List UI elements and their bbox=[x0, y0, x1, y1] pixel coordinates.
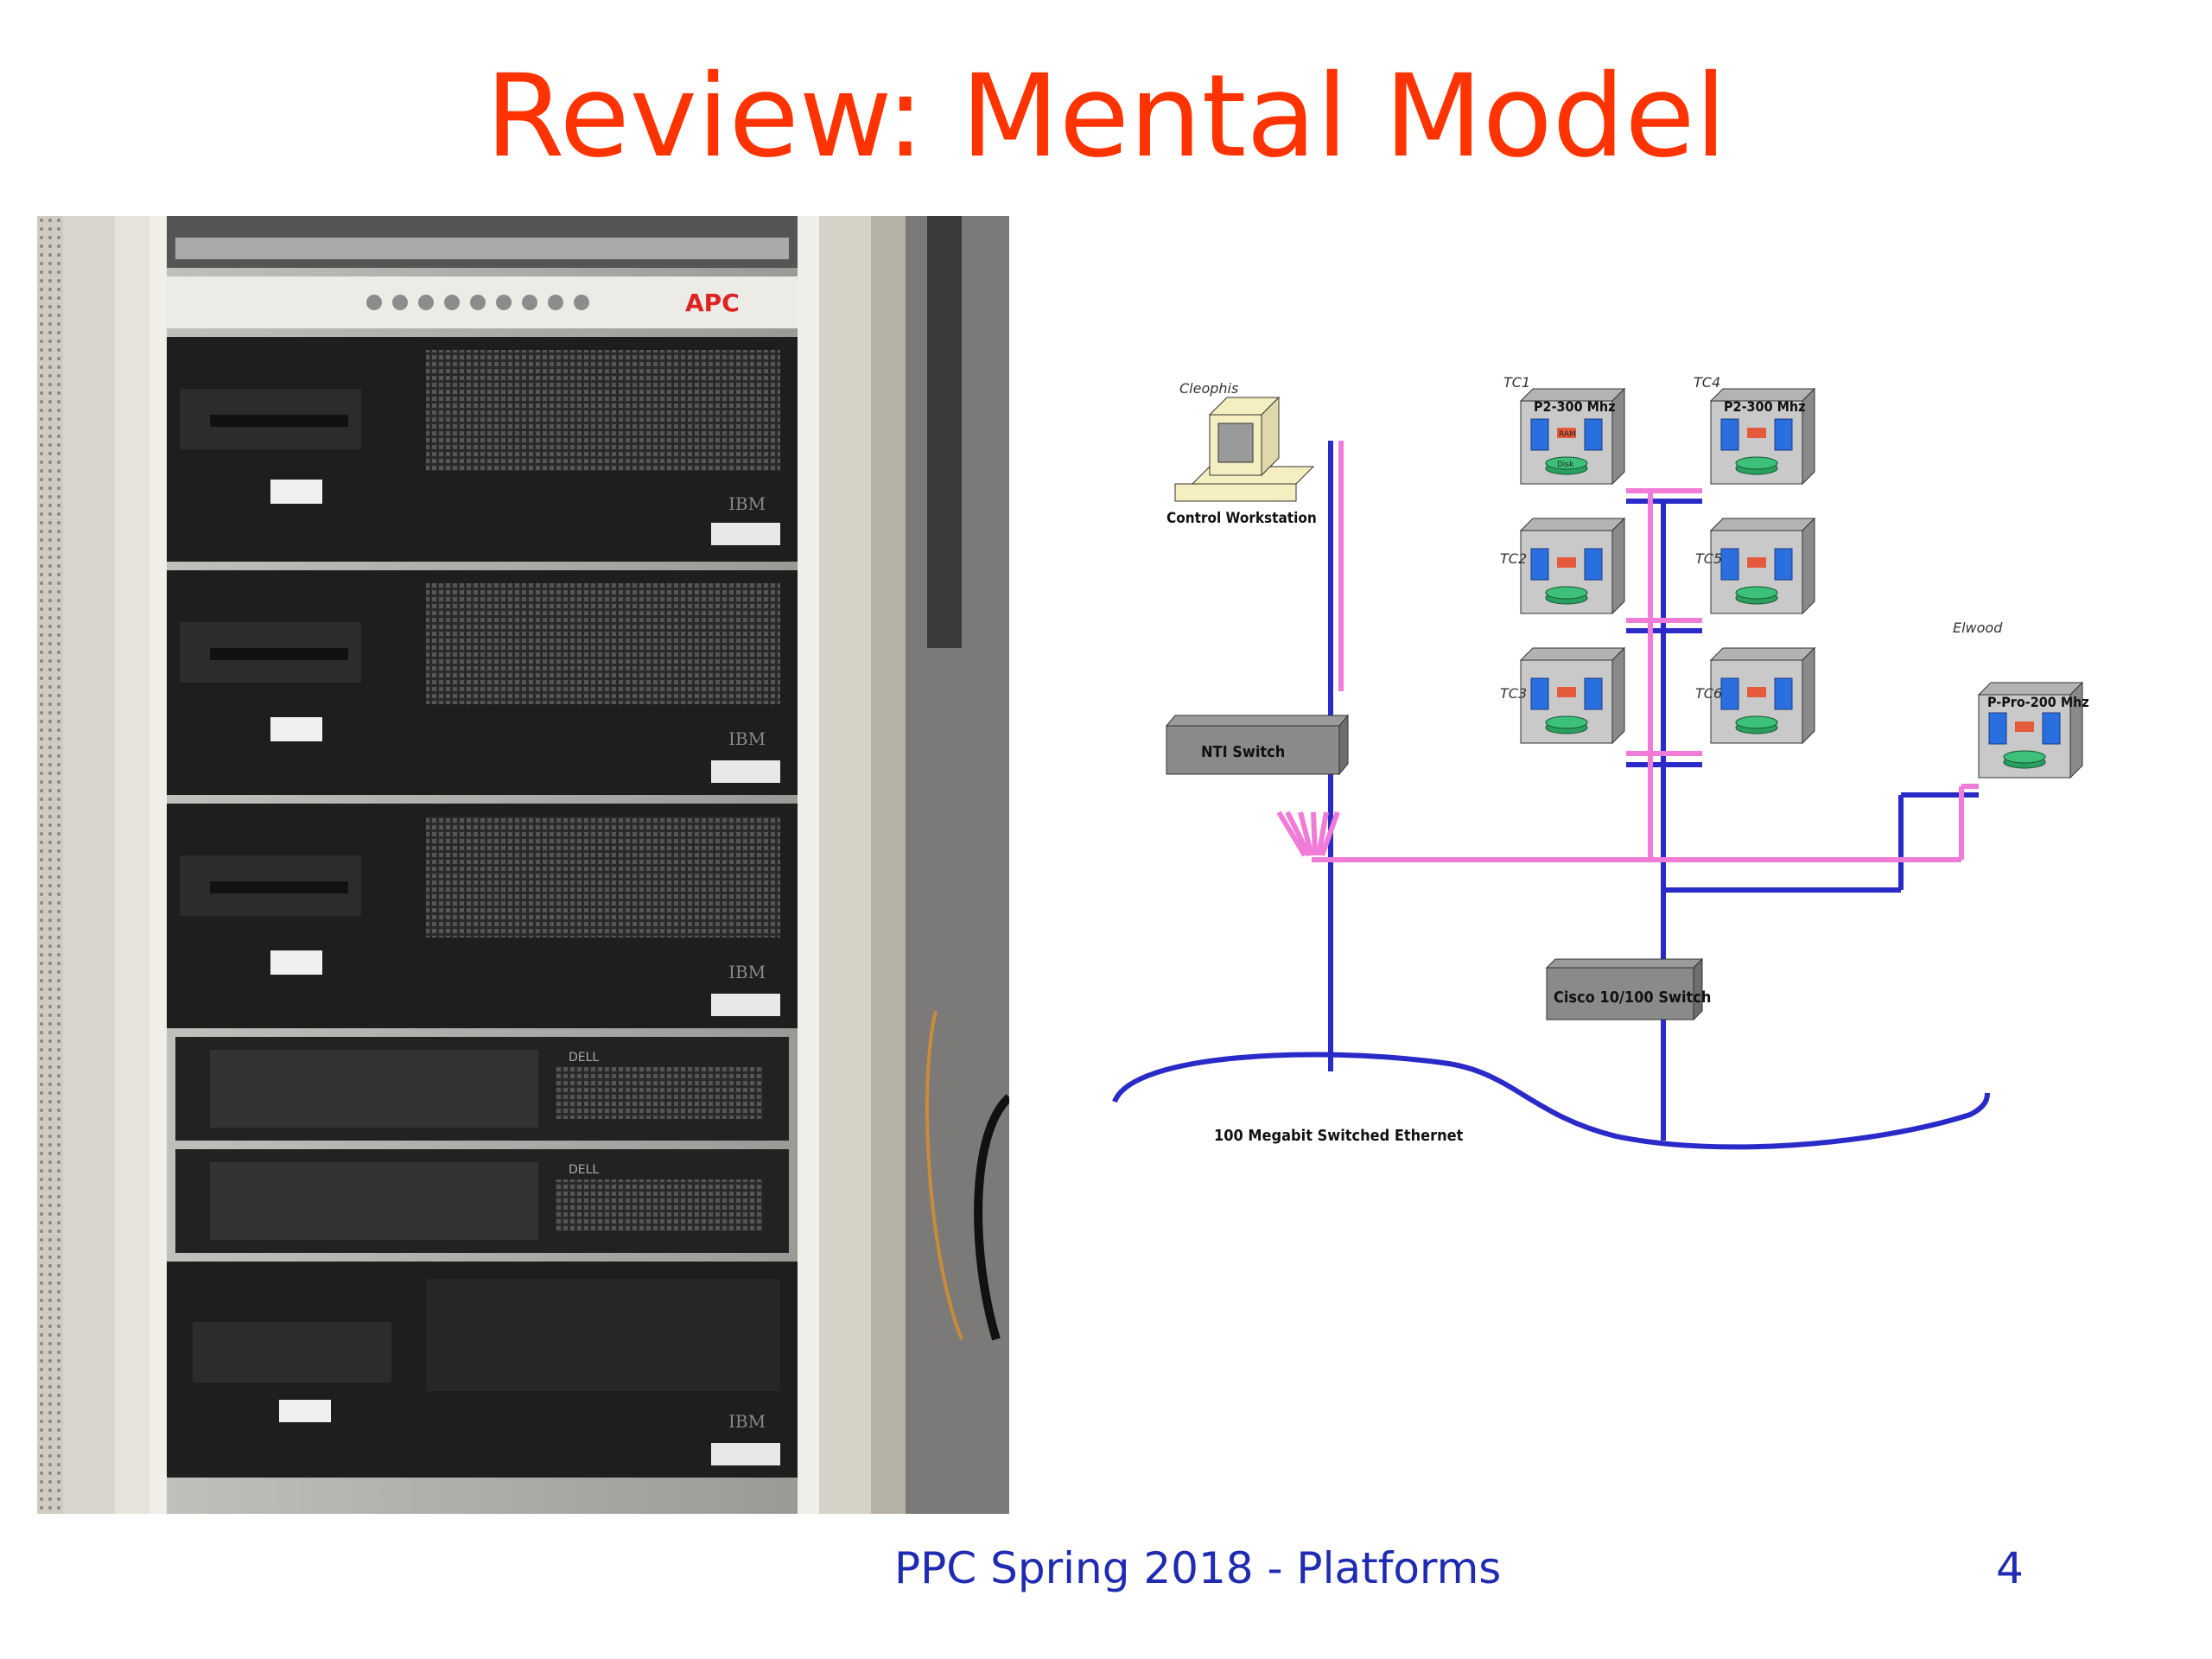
ibm-logo: IBM bbox=[728, 493, 766, 514]
elwood-cpu-label: P-Pro-200 Mhz bbox=[1987, 694, 2089, 710]
ibm-logo: IBM bbox=[728, 728, 766, 749]
tc1-label: TC1 bbox=[1503, 374, 1530, 391]
tc1-cpu-label: P2-300 Mhz bbox=[1534, 398, 1616, 415]
cluster-network-diagram: RAM Disk TC1 TC2 TC3 TC4 TC5 TC6 P2-300 … bbox=[1112, 374, 2089, 1150]
apc-logo: APC bbox=[685, 289, 740, 317]
ibm-server-3: IBM bbox=[167, 804, 798, 1028]
ethernet-label: 100 Megabit Switched Ethernet bbox=[1214, 1127, 1464, 1145]
tc4-cpu-label: P2-300 Mhz bbox=[1724, 398, 1806, 415]
dell-server-1: DELL bbox=[175, 1037, 789, 1141]
slide-title: Review: Mental Model bbox=[485, 50, 1727, 183]
ibm-server-2: IBM bbox=[167, 570, 798, 795]
nti-switch bbox=[1165, 714, 1350, 776]
tc3-label: TC3 bbox=[1500, 685, 1527, 702]
nti-switch-label: NTI Switch bbox=[1201, 743, 1285, 761]
dell-server-2: DELL bbox=[175, 1149, 789, 1253]
ethernet-bus bbox=[1112, 1052, 1990, 1150]
elwood-label: Elwood bbox=[1953, 620, 2003, 636]
ram-label: RAM bbox=[1559, 430, 1576, 439]
control-workstation bbox=[1174, 396, 1315, 502]
server-rack-photo: APC IBM IBM IBM bbox=[37, 216, 1009, 1514]
ibm-logo: IBM bbox=[728, 1411, 766, 1432]
dell-logo: DELL bbox=[569, 1163, 599, 1177]
page-number: 4 bbox=[1996, 1543, 2024, 1593]
ibm-logo: IBM bbox=[728, 962, 766, 982]
ibm-server-4: IBM bbox=[167, 1262, 798, 1478]
tc6-label: TC6 bbox=[1695, 685, 1722, 702]
tc5-label: TC5 bbox=[1695, 550, 1722, 567]
dell-logo: DELL bbox=[569, 1051, 599, 1065]
cleophis-label: Cleophis bbox=[1179, 380, 1238, 397]
tc4-label: TC4 bbox=[1694, 374, 1720, 391]
control-workstation-label: Control Workstation bbox=[1166, 510, 1317, 527]
slide-footer: PPC Spring 2018 - Platforms bbox=[894, 1543, 1502, 1593]
cisco-switch bbox=[1545, 957, 1704, 1021]
tc2-label: TC2 bbox=[1500, 550, 1527, 567]
cisco-switch-label: Cisco 10/100 Switch bbox=[1554, 988, 1711, 1007]
disk-label: Disk bbox=[1557, 461, 1574, 469]
ibm-server-1: IBM bbox=[167, 337, 798, 562]
